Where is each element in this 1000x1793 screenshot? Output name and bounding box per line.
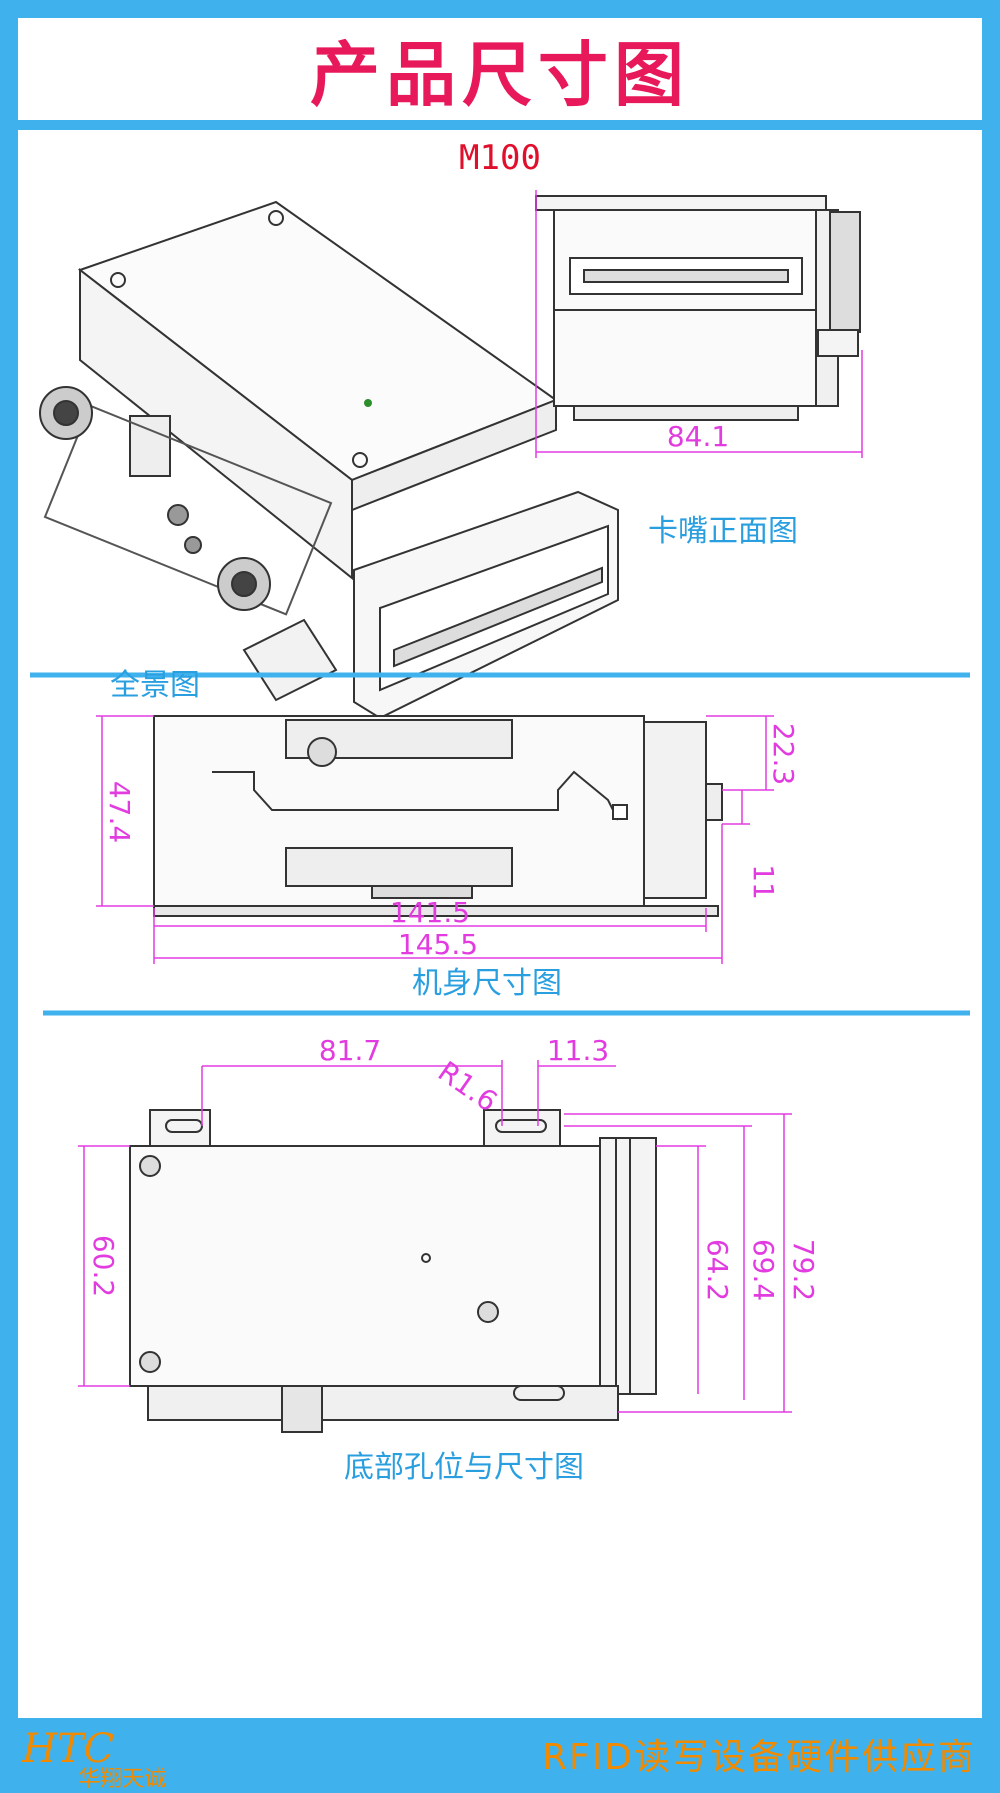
dim-hole-span: 81.7 <box>319 1034 381 1067</box>
dim-hole-right: 11.3 <box>547 1034 609 1067</box>
title-panel: 产品尺寸图 <box>18 18 982 120</box>
dim-body-height: 47.4 <box>103 781 136 843</box>
dim-right-top: 22.3 <box>767 723 800 785</box>
model-label: M100 <box>459 138 541 178</box>
slogan: RFID读写设备硬件供应商 <box>541 1737 976 1778</box>
dim-radius: R1.6 <box>432 1055 503 1119</box>
bottom-drawing <box>129 1109 657 1433</box>
panorama-drawing <box>39 200 619 720</box>
slot-front-dimension <box>535 190 863 458</box>
slot-front-drawing <box>535 195 861 421</box>
logo-mark: HTC <box>21 1726 114 1772</box>
caption-panorama: 全景图 <box>110 668 200 703</box>
dim-bottom-left-height: 60.2 <box>87 1235 120 1297</box>
dim-slot-width: 84.1 <box>667 420 729 453</box>
dim-h2: 69.4 <box>747 1239 780 1301</box>
caption-body: 机身尺寸图 <box>412 966 562 1001</box>
drawing-panel: M100 <box>18 130 982 1718</box>
page-title: 产品尺寸图 <box>310 33 690 116</box>
caption-bottom: 底部孔位与尺寸图 <box>344 1450 584 1485</box>
body-drawing <box>153 715 723 917</box>
caption-slot-front: 卡嘴正面图 <box>648 514 798 549</box>
technical-drawing: 84.1 47.4 22.3 11 141.5 145.5 81.7 11.3 … <box>30 190 970 1433</box>
footer: HTC 华翔天诚 RFID读写设备硬件供应商 <box>0 1718 1000 1793</box>
dim-length-inner: 141.5 <box>390 896 470 929</box>
logo-text: 华翔天诚 <box>78 1767 166 1790</box>
dim-length-outer: 145.5 <box>398 928 478 961</box>
dim-h1: 64.2 <box>701 1239 734 1301</box>
dim-right-slot: 11 <box>747 864 780 900</box>
bottom-dimensions <box>78 1060 792 1413</box>
company-logo: HTC 华翔天诚 <box>21 1726 166 1790</box>
body-dimensions <box>96 715 774 964</box>
dim-h3: 79.2 <box>787 1239 820 1301</box>
